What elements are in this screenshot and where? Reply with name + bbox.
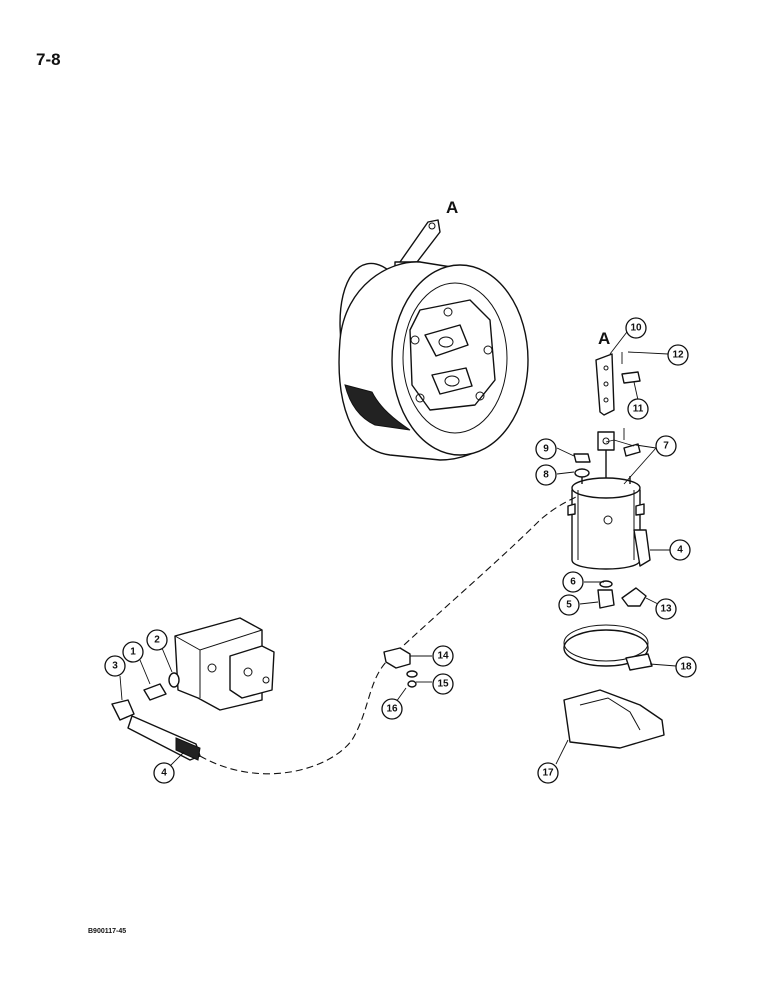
callout-6: 6 (562, 571, 584, 593)
callout-16: 16 (381, 698, 403, 720)
brake-drum (338, 219, 529, 461)
callout-1: 1 (122, 641, 144, 663)
callout-11: 11 (627, 398, 649, 420)
elbow-fitting (621, 587, 647, 607)
slack-adjuster-arm (595, 353, 615, 416)
callout-7: 7 (655, 435, 677, 457)
o-ring-valve (168, 672, 180, 688)
nut (573, 453, 591, 463)
svg-text:14: 14 (437, 651, 449, 662)
callout-9: 9 (535, 438, 557, 460)
callout-13: 13 (655, 598, 677, 620)
svg-text:6: 6 (570, 577, 576, 588)
reference-letter-drum: A (446, 198, 458, 217)
page-number: 7-8 (36, 50, 61, 69)
clamp-band (563, 624, 653, 671)
callout-17: 17 (537, 762, 559, 784)
svg-text:3: 3 (112, 661, 118, 672)
svg-text:12: 12 (672, 350, 684, 361)
svg-text:17: 17 (542, 768, 554, 779)
svg-text:9: 9 (543, 444, 549, 455)
heat-shield (563, 689, 665, 749)
svg-text:10: 10 (630, 323, 642, 334)
washer (574, 468, 590, 478)
hose-clip (383, 647, 411, 669)
clip-nut (407, 680, 417, 688)
svg-text:8: 8 (543, 470, 549, 481)
control-valve (174, 617, 275, 711)
svg-text:4: 4 (161, 768, 167, 779)
reference-letter-arm: A (598, 329, 610, 348)
callout-14: 14 (432, 645, 454, 667)
callout-3: 3 (104, 655, 126, 677)
callout-18: 18 (675, 656, 697, 678)
callout-12: 12 (667, 344, 689, 366)
leader-lines (119, 327, 677, 767)
svg-text:16: 16 (386, 704, 398, 715)
clevis-pin (621, 371, 641, 384)
o-ring (599, 580, 613, 588)
svg-text:11: 11 (633, 404, 644, 415)
callout-4-valve: 4 (153, 762, 175, 784)
elbow-valve (111, 699, 135, 721)
callout-10: 10 (625, 317, 647, 339)
svg-text:7: 7 (663, 441, 669, 452)
straight-fitting (597, 589, 615, 609)
hose-fitting (633, 529, 651, 567)
adapter-fitting (143, 683, 167, 701)
svg-text:15: 15 (437, 679, 449, 690)
callout-2: 2 (146, 629, 168, 651)
svg-text:2: 2 (154, 635, 160, 646)
figure-code: B900117-45 (88, 928, 127, 935)
svg-text:5: 5 (566, 600, 572, 611)
brake-chamber (567, 431, 645, 570)
callout-8: 8 (535, 464, 557, 486)
callout-15: 15 (432, 673, 454, 695)
svg-text:13: 13 (660, 604, 672, 615)
callout-4-chamber: 4 (669, 539, 691, 561)
svg-text:1: 1 (130, 647, 136, 658)
svg-text:18: 18 (680, 662, 692, 673)
svg-text:4: 4 (677, 545, 683, 556)
callout-5: 5 (558, 594, 580, 616)
clip-washer (406, 670, 418, 678)
